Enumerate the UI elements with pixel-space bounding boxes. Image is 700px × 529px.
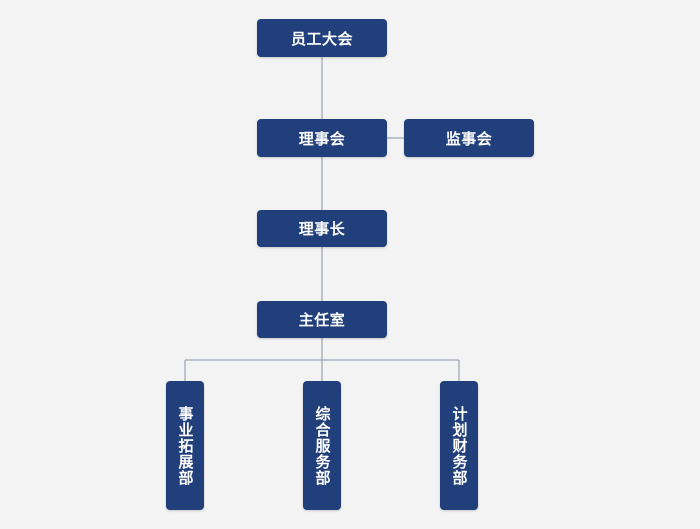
planning-finance-label: 计划财务部	[450, 405, 469, 486]
chairman-box[interactable]: 理事长	[257, 210, 387, 247]
council-label: 理事会	[298, 129, 346, 148]
chairman-label: 理事长	[298, 220, 346, 238]
general-assembly-box[interactable]: 员工大会	[257, 19, 387, 57]
council-box[interactable]: 理事会	[257, 119, 387, 157]
director-office-label: 主任室	[298, 311, 346, 329]
supervisory-board-label: 监事会	[445, 129, 493, 148]
general-assembly-label: 员工大会	[290, 29, 353, 48]
business-development-box[interactable]: 事业拓展部	[166, 381, 204, 510]
director-office-box[interactable]: 主任室	[257, 301, 387, 338]
supervisory-board-box[interactable]: 监事会	[404, 119, 534, 157]
comprehensive-services-label: 综合服务部	[313, 405, 332, 486]
comprehensive-services-box[interactable]: 综合服务部	[303, 381, 341, 510]
planning-finance-box[interactable]: 计划财务部	[440, 381, 478, 510]
business-development-label: 事业拓展部	[176, 405, 195, 486]
